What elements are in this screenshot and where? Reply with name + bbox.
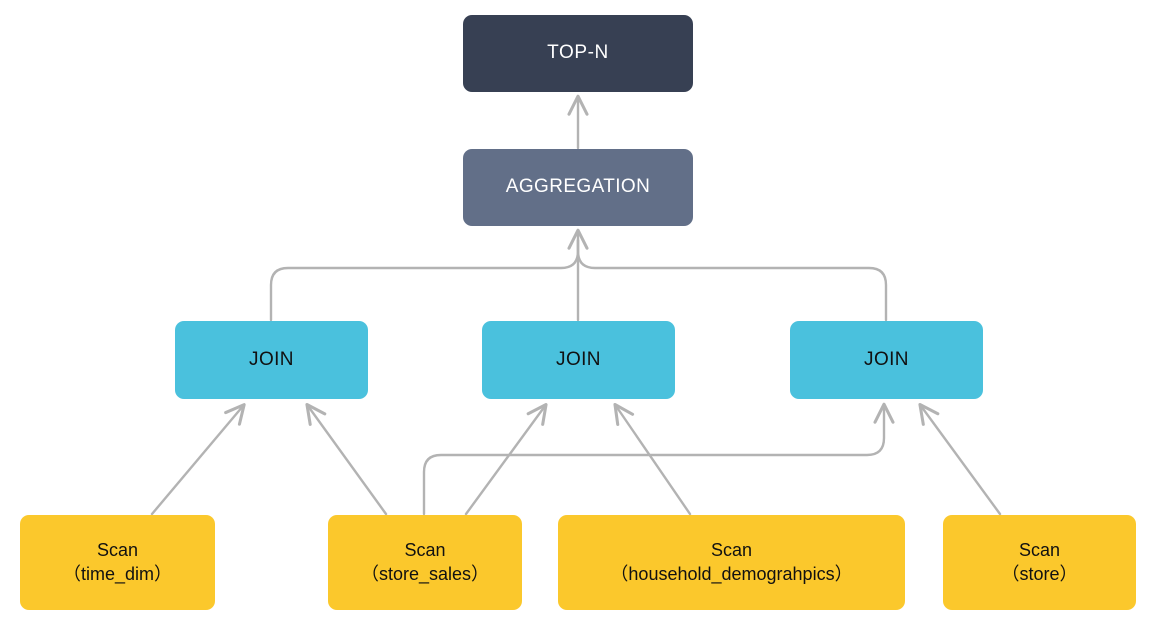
node-top-n-label: TOP-N: [547, 42, 609, 64]
edge-join-left-to-aggregation: [269, 238, 580, 322]
edge-scan-store-sales-to-join-middle: [464, 403, 548, 516]
edge-scan-store-to-join-right: [918, 403, 1002, 516]
node-top-n[interactable]: TOP-N: [463, 15, 693, 92]
node-join-middle-label: JOIN: [556, 348, 601, 370]
node-join-right-label: JOIN: [864, 348, 909, 370]
node-scan-store-sales[interactable]: Scan （store_sales）: [328, 515, 522, 610]
node-scan-store-sales-table: （store_sales）: [360, 563, 490, 584]
node-join-middle[interactable]: JOIN: [482, 321, 675, 399]
edge-scan-time-dim-to-join-left: [150, 403, 246, 516]
node-scan-store-table: （store）: [1001, 563, 1078, 584]
node-scan-time-dim-table: （time_dim）: [62, 563, 173, 584]
node-join-left[interactable]: JOIN: [175, 321, 368, 399]
node-scan-household-demographics[interactable]: Scan （household_demograhpics）: [558, 515, 905, 610]
node-scan-household-demographics-label: Scan: [710, 540, 753, 561]
edge-scan-store-sales-to-join-right: [422, 402, 895, 516]
edge-join-right-to-aggregation: [576, 238, 888, 322]
node-scan-store[interactable]: Scan （store）: [943, 515, 1136, 610]
node-aggregation[interactable]: AGGREGATION: [463, 149, 693, 226]
node-join-right[interactable]: JOIN: [790, 321, 983, 399]
node-join-left-label: JOIN: [249, 348, 294, 370]
node-scan-store-sales-label: Scan: [404, 540, 446, 561]
edge-scan-store-sales-to-join-left: [305, 403, 388, 516]
edge-scan-household-demographics-to-join-middle: [613, 402, 692, 516]
node-scan-store-label: Scan: [1018, 540, 1061, 561]
node-scan-time-dim[interactable]: Scan （time_dim）: [20, 515, 215, 610]
node-aggregation-label: AGGREGATION: [505, 176, 651, 198]
node-scan-household-demographics-table: （household_demograhpics）: [610, 563, 853, 584]
node-scan-time-dim-label: Scan: [96, 540, 139, 561]
